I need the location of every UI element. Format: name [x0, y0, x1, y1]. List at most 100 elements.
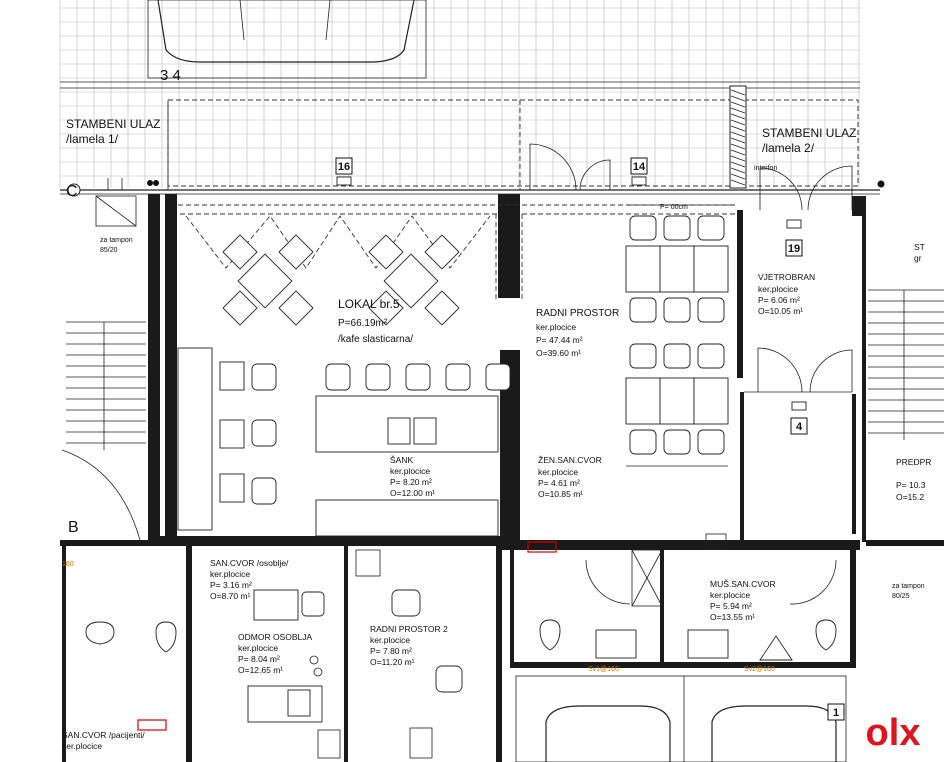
lokal-furniture — [177, 234, 511, 537]
mus-perim: O=13.55 m¹ — [710, 612, 755, 622]
office-chair — [697, 429, 725, 455]
office-chair — [697, 343, 725, 369]
hatch-line — [730, 179, 746, 186]
predpr-title: PREDPR — [896, 457, 931, 467]
hatch-line — [730, 101, 746, 108]
office-chair — [629, 215, 657, 241]
vjetro-area: P= 6.06 m² — [758, 295, 800, 305]
tag-4-text: 4 — [796, 421, 803, 433]
vjetro-title: VJETROBRAN — [758, 272, 815, 282]
radni-furniture — [625, 204, 734, 467]
hatch-line — [730, 125, 746, 132]
odmor-floor: ker.plocice — [238, 643, 278, 653]
zen-perim: O=10.85 m¹ — [538, 489, 583, 499]
office-chair — [697, 297, 725, 323]
office-chair — [663, 297, 691, 323]
hatch-line — [730, 119, 746, 126]
zen-area: P= 4.61 m² — [538, 478, 580, 488]
st-partial: ST — [914, 242, 925, 252]
hatch-line — [730, 89, 746, 96]
san-perim: O=8.70 m¹ — [210, 591, 251, 601]
grid-axis-c: C — [66, 183, 78, 200]
tag-1: 1 — [827, 703, 845, 721]
odmor-title: ODMOR OSOBLJA — [238, 632, 312, 642]
office-chair — [629, 429, 657, 455]
office-desk — [659, 377, 695, 425]
hatch-line — [730, 143, 746, 150]
vjetro-floor: ker.plocice — [758, 284, 798, 294]
radni2-area: P= 7.80 m² — [370, 646, 412, 656]
office-desk — [659, 245, 695, 293]
terrace-edges — [60, 81, 860, 190]
hatch-line — [730, 173, 746, 180]
za-tampon-1: za tampon — [100, 237, 133, 244]
left-staircase — [61, 195, 146, 541]
hatch-line — [730, 167, 746, 174]
office-chair — [629, 297, 657, 323]
san-area: P= 3.16 m² — [210, 580, 252, 590]
tag-1-text: 1 — [833, 707, 839, 719]
mus-floor: ker.plocice — [710, 590, 750, 600]
mus-title: MUŠ.SAN.CVOR — [710, 579, 776, 589]
interfon-label: interfon — [754, 165, 777, 172]
tag-16: 16 — [335, 157, 353, 175]
lamela-1: /lamela 1/ — [66, 132, 119, 146]
labels: 3 4 STAMBENI ULAZ /lamela 1/ STAMBENI UL… — [62, 67, 931, 751]
pc-label: P= 00cm — [660, 204, 688, 211]
sank-title: ŠANK — [390, 455, 413, 465]
sank-area: P= 8.20 m² — [390, 477, 432, 487]
facade-doors — [107, 143, 853, 211]
hatch-line — [730, 131, 746, 138]
stambeni-ulaz-1: STAMBENI ULAZ — [66, 117, 160, 131]
predpr-perim: O=15.2 — [896, 492, 924, 502]
top-paving — [59, 0, 860, 190]
vjetro-perim: O=10.05 m¹ — [758, 306, 803, 316]
office-desk — [693, 377, 729, 425]
red-markers — [137, 541, 557, 731]
hatch-line — [730, 107, 746, 114]
hatch-line — [730, 149, 746, 156]
radni2-perim: O=11.20 m¹ — [370, 657, 415, 667]
olx-logo-text: olx — [866, 712, 921, 754]
radni-area: P= 47.44 m² — [536, 335, 583, 345]
tag-4: 4 — [790, 417, 808, 435]
radni2-title: RADNI PROSTOR 2 — [370, 624, 448, 634]
zen-title: ŽEN.SAN.CVOR — [538, 455, 602, 465]
toilets — [85, 549, 837, 759]
tag-19: 19 — [785, 239, 803, 257]
lokal-area: P=66.19m² — [338, 318, 388, 329]
san-title: SAN.CVOR /osoblje/ — [210, 558, 289, 568]
interfon-column — [729, 85, 747, 189]
za-tampon-2-dim: 80/25 — [892, 593, 910, 600]
office-chair — [697, 215, 725, 241]
symbols — [147, 176, 807, 677]
gr-partial: gr — [914, 253, 922, 263]
facade-line — [60, 180, 885, 197]
sank-perim: O=12.00 m¹ — [390, 488, 435, 498]
san-pac-title: SAN.CVOR /pacijenti/ — [62, 730, 145, 740]
zen-floor: ker.plocice — [538, 467, 578, 477]
hatch-line — [730, 161, 746, 168]
san-floor: ker.plocice — [210, 569, 250, 579]
tag-14-text: 14 — [633, 161, 646, 173]
radni-perim: O=39.60 m¹ — [536, 348, 581, 358]
office-desk — [625, 377, 661, 425]
sank-floor: ker.plocice — [390, 466, 430, 476]
office-chair — [663, 215, 691, 241]
grid-axis-b: B — [68, 519, 79, 536]
tag-16-text: 16 — [338, 161, 350, 173]
office-desk — [625, 245, 661, 293]
car-top — [147, 0, 427, 79]
vjetrobran-doors — [705, 347, 853, 545]
office-chair — [629, 343, 657, 369]
za-tampon-1-dim: 85/20 — [100, 247, 118, 254]
tag-19-text: 19 — [788, 243, 800, 255]
sv2-label: Sv2@160 — [744, 666, 775, 673]
hatch-line — [730, 137, 746, 144]
office-chair — [663, 343, 691, 369]
lokal-use: /kafe slasticarna/ — [338, 334, 413, 345]
za-tampon-2: za tampon — [892, 583, 925, 590]
right-staircase — [868, 289, 944, 440]
sv1-label: Sv1@160 — [588, 666, 619, 673]
